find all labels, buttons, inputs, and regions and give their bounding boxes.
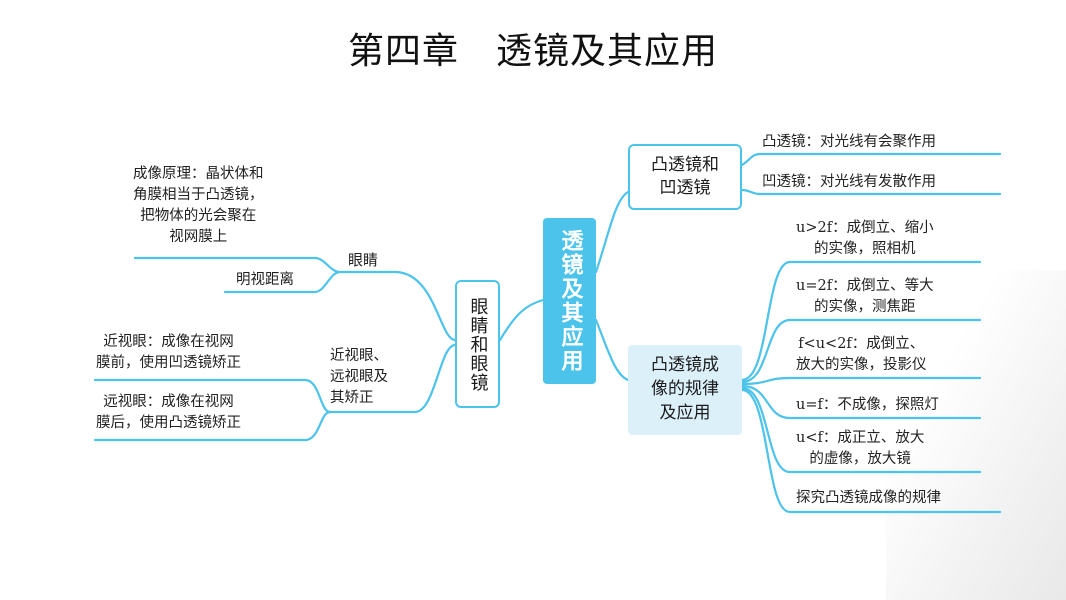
leaf-imaging-principle: 成像原理：晶状体和 角膜相当于凸透镜， 把物体的光会聚在 视网膜上 — [133, 166, 264, 246]
node-eye-label: 眼睛 — [348, 251, 379, 269]
leaf-rule-f-lt-u-lt-2f: f<u<2f：成倒立、 放大的实像，投影仪 — [796, 336, 927, 374]
node-eyes-and-glasses: 眼睛和眼镜 — [455, 280, 500, 408]
corner-shadow — [886, 270, 1066, 600]
leaf-rule-u-eq-f: u=f：不成像，探照灯 — [796, 397, 939, 413]
page-title: 第四章 透镜及其应用 — [347, 31, 718, 72]
leaf-convex-lens: 凸透镜：对光线有会聚作用 — [762, 134, 936, 150]
leaf-rule-u-eq-2f: u=2f：成倒立、等大 的实像，测焦距 — [796, 278, 934, 316]
leaf-myopia: 近视眼：成像在视网 膜前，使用凹透镜矫正 — [96, 334, 241, 372]
central-node: 透镜及其应用 — [543, 218, 596, 384]
node-imaging-rules: 凸透镜成 像的规律 及应用 — [628, 345, 742, 435]
leaf-rule-u-gt-2f: u>2f：成倒立、缩小 的实像，照相机 — [796, 220, 934, 258]
central-node-label: 透镜及其应用 — [557, 229, 583, 373]
leaf-reading-distance: 明视距离 — [236, 272, 294, 288]
leaf-explore-rules: 探究凸透镜成像的规律 — [796, 490, 941, 506]
node-correction-label: 近视眼、 远视眼及 其矫正 — [330, 348, 388, 407]
node-eyes-and-glasses-label: 眼睛和眼镜 — [467, 296, 489, 392]
node-convex-concave-lens: 凸透镜和 凹透镜 — [628, 144, 742, 210]
leaf-concave-lens: 凹透镜：对光线有发散作用 — [762, 174, 936, 190]
leaf-rule-u-lt-f: u<f：成正立、放大 的虚像，放大镜 — [796, 430, 925, 468]
leaf-hyperopia: 远视眼：成像在视网 膜后，使用凸透镜矫正 — [96, 394, 241, 432]
